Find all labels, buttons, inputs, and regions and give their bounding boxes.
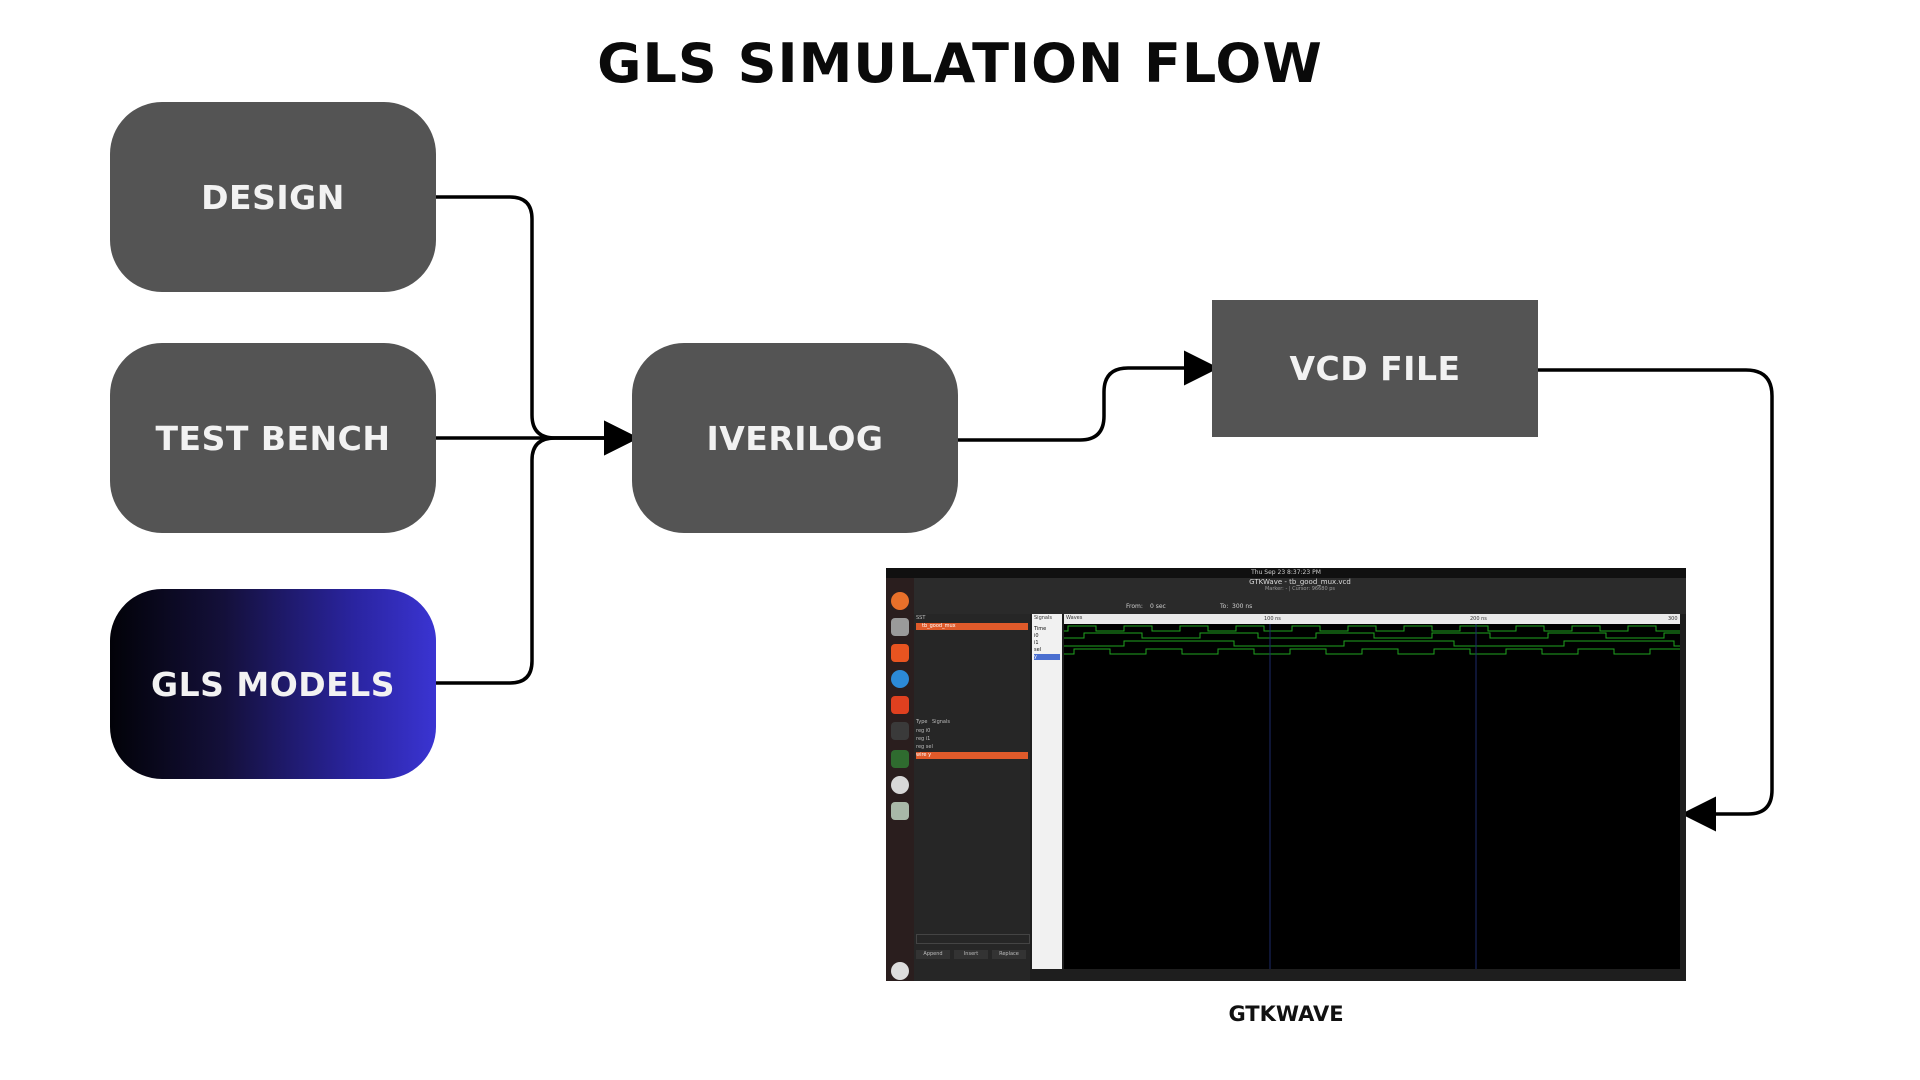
- diagram-title: GLS SIMULATION FLOW: [597, 32, 1323, 95]
- terminal-icon: [891, 722, 909, 740]
- disc-icon: [891, 776, 909, 794]
- vcd-file-label: VCD FILE: [1289, 349, 1461, 388]
- filter-input: [916, 934, 1030, 944]
- design-label: DESIGN: [201, 177, 345, 217]
- waveform-trace: [1064, 625, 1680, 632]
- gls-models-label: GLS MODELS: [151, 664, 395, 704]
- waves-header: 100 ns 200 ns 300: [1064, 614, 1680, 624]
- vcd-file-node: VCD FILE: [1212, 300, 1538, 437]
- signal-name: i1: [1034, 640, 1039, 646]
- firefox-icon: [891, 592, 909, 610]
- system-clock: Thu Sep 23 8:37:23 PM: [1251, 569, 1321, 576]
- to-value: 300 ns: [1232, 603, 1253, 610]
- help-icon: [891, 670, 909, 688]
- waveform-area: [1064, 624, 1680, 969]
- arrow-gls-to-iverilog: [436, 436, 632, 685]
- arrow-iverilog-to-vcd: [958, 350, 1219, 442]
- signal-type-row: reg i0: [916, 728, 931, 734]
- to-label: To:: [1220, 603, 1229, 610]
- test-bench-label: TEST BENCH: [155, 418, 391, 458]
- panel-button: Append: [916, 950, 950, 959]
- signal-type-row: wire y: [916, 752, 1028, 759]
- signals-header: Signals: [1034, 615, 1052, 621]
- from-value: 0 sec: [1150, 603, 1166, 610]
- time-mark: 100 ns: [1264, 616, 1281, 622]
- gtkwave-screenshot: Thu Sep 23 8:37:23 PM GTKWave - tb_good_…: [886, 568, 1686, 981]
- panel-button: Insert: [954, 950, 988, 959]
- design-node: DESIGN: [110, 102, 436, 292]
- waveform-trace: [1064, 640, 1680, 647]
- time-mark: 300: [1668, 616, 1678, 622]
- brave-icon: [891, 696, 909, 714]
- type-header: Type: [916, 719, 928, 725]
- signal-name: sel: [1034, 647, 1042, 653]
- files-icon: [891, 618, 909, 636]
- panel-button: Replace: [992, 950, 1026, 959]
- waveform-trace: [1064, 632, 1680, 639]
- sst-item: tb_good_mux: [916, 623, 1028, 630]
- window-title: GTKWave - tb_good_mux.vcd: [1249, 578, 1351, 586]
- gtkwave-titlebar: GTKWave - tb_good_mux.vcd Marker: - | Cu…: [914, 578, 1686, 600]
- gtkwave-caption: GTKWAVE: [1228, 1002, 1344, 1026]
- time-mark: 200 ns: [1470, 616, 1487, 622]
- app-dock: [886, 578, 914, 981]
- arrow-design-to-iverilog: [436, 195, 639, 456]
- waveform-trace: [1064, 648, 1680, 655]
- signal-name: Time: [1034, 626, 1047, 632]
- signals-col-header: Signals: [932, 719, 950, 725]
- signal-name: y: [1034, 654, 1060, 660]
- sst-panel: SST tb_good_mux Type Signals reg i0 reg i…: [914, 614, 1030, 981]
- apps-grid-icon: [891, 962, 909, 980]
- iverilog-label: IVERILOG: [706, 418, 884, 458]
- gls-models-node: GLS MODELS: [110, 589, 436, 779]
- iverilog-node: IVERILOG: [632, 343, 958, 533]
- signal-name: i0: [1034, 633, 1039, 639]
- signal-type-row: reg sel: [916, 744, 933, 750]
- gtkwave-toolbar: From: 0 sec To: 300 ns: [914, 600, 1686, 614]
- test-bench-node: TEST BENCH: [110, 343, 436, 533]
- signal-type-row: reg i1: [916, 736, 931, 742]
- window-subtitle: Marker: - | Cursor: 96680 ps: [1264, 586, 1336, 592]
- system-topbar: Thu Sep 23 8:37:23 PM: [886, 568, 1686, 578]
- software-icon: [891, 644, 909, 662]
- sst-label: SST: [916, 615, 926, 621]
- gtkwave-icon: [891, 750, 909, 768]
- from-label: From:: [1126, 603, 1143, 610]
- waves-header-label: Waves: [1066, 615, 1083, 621]
- trash-icon: [891, 802, 909, 820]
